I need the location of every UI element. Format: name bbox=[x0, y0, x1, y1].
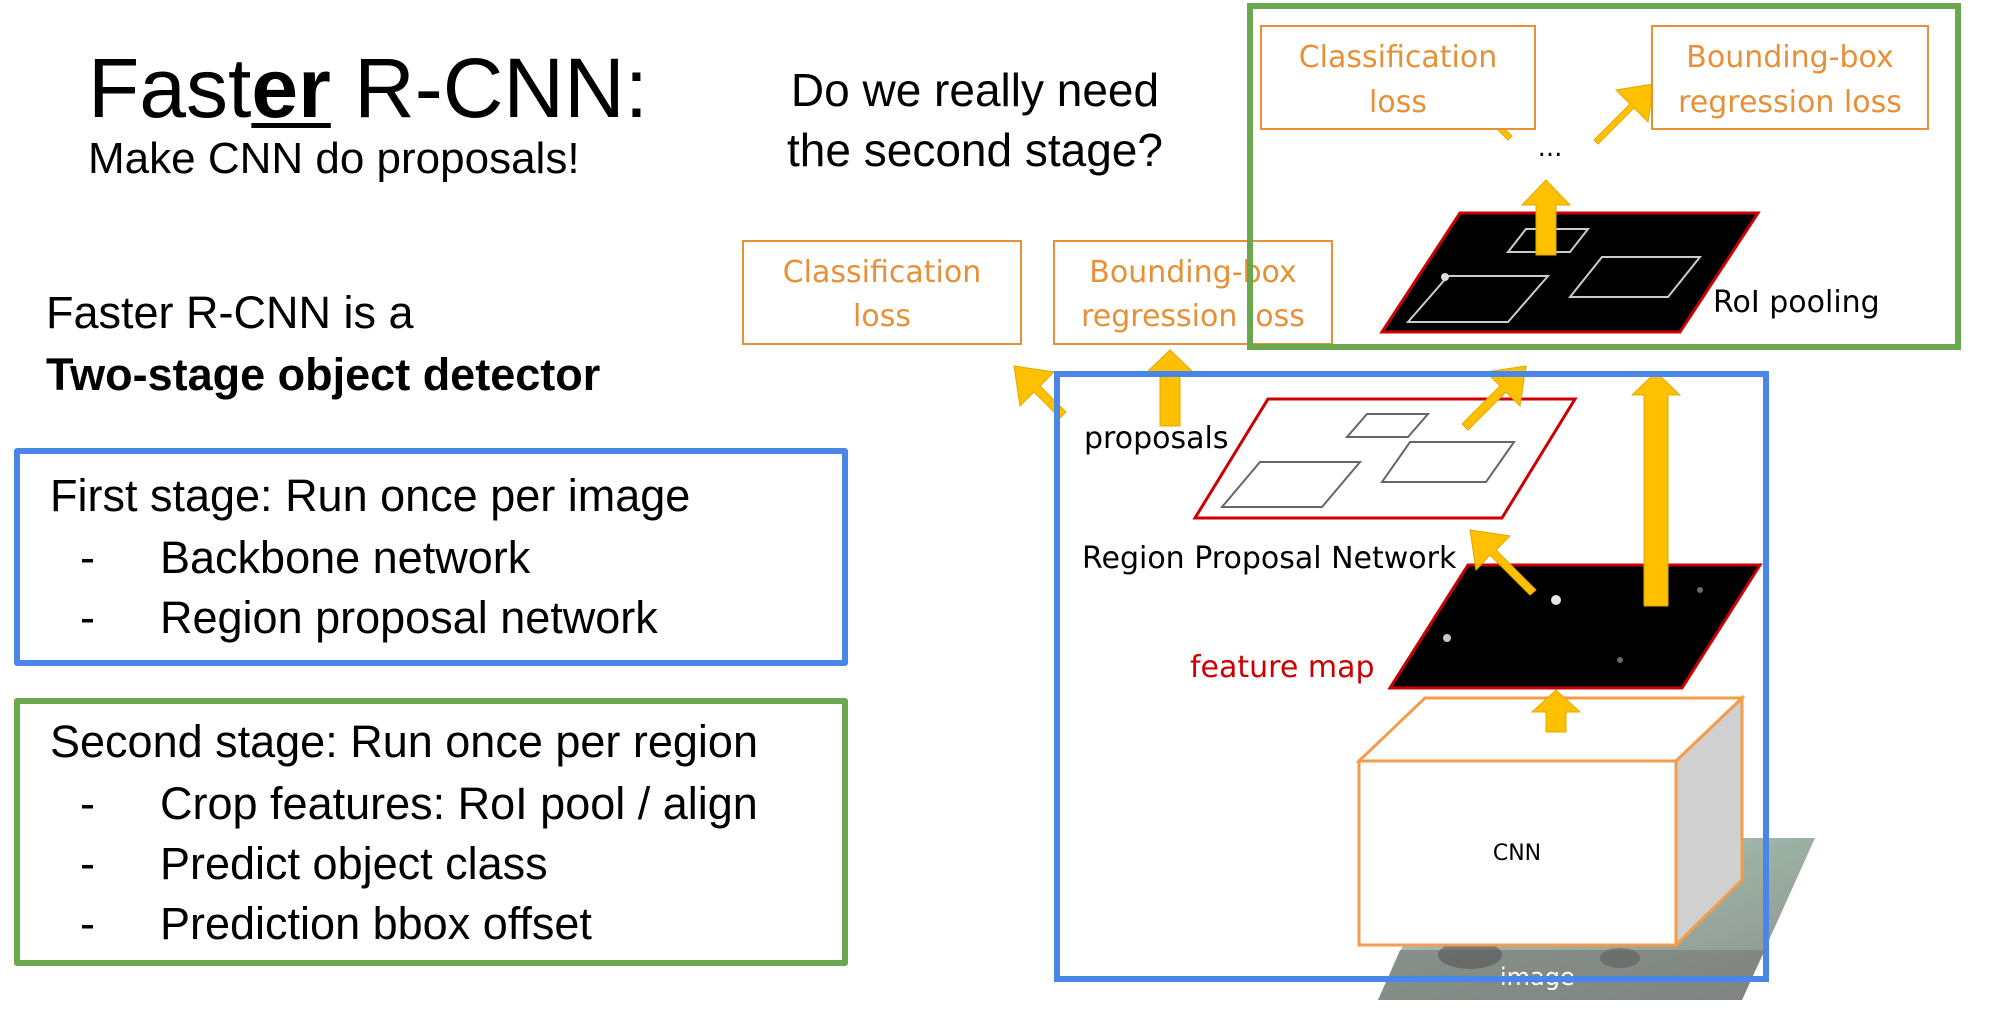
first-stage-item-label: Backbone network bbox=[160, 532, 531, 583]
second-stage-outline bbox=[1247, 3, 1961, 350]
second-stage-item: - Crop features: RoI pool / align bbox=[80, 774, 758, 834]
roi-box bbox=[1567, 256, 1703, 298]
classification-loss-mid-line2: loss bbox=[853, 299, 911, 334]
arrow-to-bbox-loss-mid bbox=[1144, 349, 1196, 427]
bbox-loss-mid-box bbox=[1053, 240, 1333, 345]
arrow-to-bbox-loss-top bbox=[1593, 83, 1655, 145]
feature-map-label: feature map bbox=[1190, 650, 1375, 685]
second-stage-item-label: Predict object class bbox=[160, 838, 548, 889]
arrow-cnn-to-feature-map bbox=[1530, 689, 1582, 733]
intro-text: Faster R-CNN is a Two-stage object detec… bbox=[46, 282, 600, 406]
classification-loss-top-box bbox=[1260, 25, 1536, 130]
intro-line-1: Faster R-CNN is a bbox=[46, 287, 414, 338]
bullet-dash: - bbox=[80, 838, 95, 889]
arrow-roi-to-heads bbox=[1520, 179, 1572, 256]
title-prefix: Fast bbox=[88, 41, 252, 135]
cnn-block bbox=[1355, 694, 1746, 949]
arrow-feature-map-to-rpn bbox=[1469, 529, 1537, 596]
second-stage-box: Second stage: Run once per region - Crop … bbox=[14, 698, 848, 966]
roi-pooling-map bbox=[1379, 211, 1761, 334]
cnn-label: CNN bbox=[1493, 841, 1541, 866]
classification-loss-top-line2: loss bbox=[1369, 85, 1427, 120]
arrow-to-classification-loss-mid bbox=[1013, 365, 1067, 419]
feature-map bbox=[1387, 563, 1763, 690]
bbox-loss-mid-line2: regression loss bbox=[1081, 299, 1305, 334]
bbox-loss-top-line2: regression loss bbox=[1678, 85, 1902, 120]
second-stage-item: - Predict object class bbox=[80, 834, 548, 894]
first-stage-title: First stage: Run once per image bbox=[50, 470, 691, 521]
rpn-label: Region Proposal Network bbox=[1082, 541, 1457, 576]
arrow-proposals-to-roi-pooling bbox=[1461, 365, 1527, 431]
first-stage-box: First stage: Run once per image - Backbon… bbox=[14, 448, 848, 666]
classification-loss-mid-box bbox=[742, 240, 1022, 345]
bbox-loss-top-box bbox=[1651, 25, 1929, 130]
bbox-loss-mid-line1: Bounding-box bbox=[1089, 255, 1296, 290]
intro-line-2: Two-stage object detector bbox=[46, 349, 601, 400]
slide-title: Faster R-CNN: bbox=[88, 40, 648, 136]
bullet-dash: - bbox=[80, 592, 95, 643]
classification-loss-mid-line1: Classification bbox=[783, 255, 982, 290]
proposal-box bbox=[1219, 461, 1363, 508]
roi-pooling-label: RoI pooling bbox=[1713, 285, 1880, 320]
proposals-plane bbox=[1192, 397, 1578, 520]
bullet-dash: - bbox=[80, 898, 95, 949]
bullet-dash: - bbox=[80, 778, 95, 829]
first-stage-item: - Region proposal network bbox=[80, 588, 658, 648]
roi-box bbox=[1405, 275, 1551, 323]
second-stage-title: Second stage: Run once per region bbox=[50, 716, 758, 767]
bullet-dash: - bbox=[80, 532, 95, 583]
first-stage-item: - Backbone network bbox=[80, 528, 530, 588]
proposal-box bbox=[1380, 441, 1516, 483]
proposals-label: proposals bbox=[1084, 421, 1228, 456]
second-stage-item-label: Prediction bbox offset bbox=[160, 898, 592, 949]
classification-loss-top-line1: Classification bbox=[1299, 40, 1498, 75]
ellipsis-label: ... bbox=[1538, 133, 1563, 163]
second-stage-item-label: Crop features: RoI pool / align bbox=[160, 778, 758, 829]
bbox-loss-top-line1: Bounding-box bbox=[1686, 40, 1893, 75]
proposal-box bbox=[1344, 413, 1431, 438]
first-stage-outline bbox=[1054, 371, 1769, 982]
title-emphasis: er bbox=[251, 41, 331, 135]
slide-subtitle: Make CNN do proposals! bbox=[88, 134, 580, 183]
first-stage-item-label: Region proposal network bbox=[160, 592, 658, 643]
arrow-feature-map-to-roi-pooling bbox=[1630, 371, 1682, 607]
title-suffix: R-CNN: bbox=[330, 41, 649, 135]
question-text: Do we really need the second stage? bbox=[787, 64, 1163, 176]
second-stage-item: - Prediction bbox offset bbox=[80, 894, 592, 954]
